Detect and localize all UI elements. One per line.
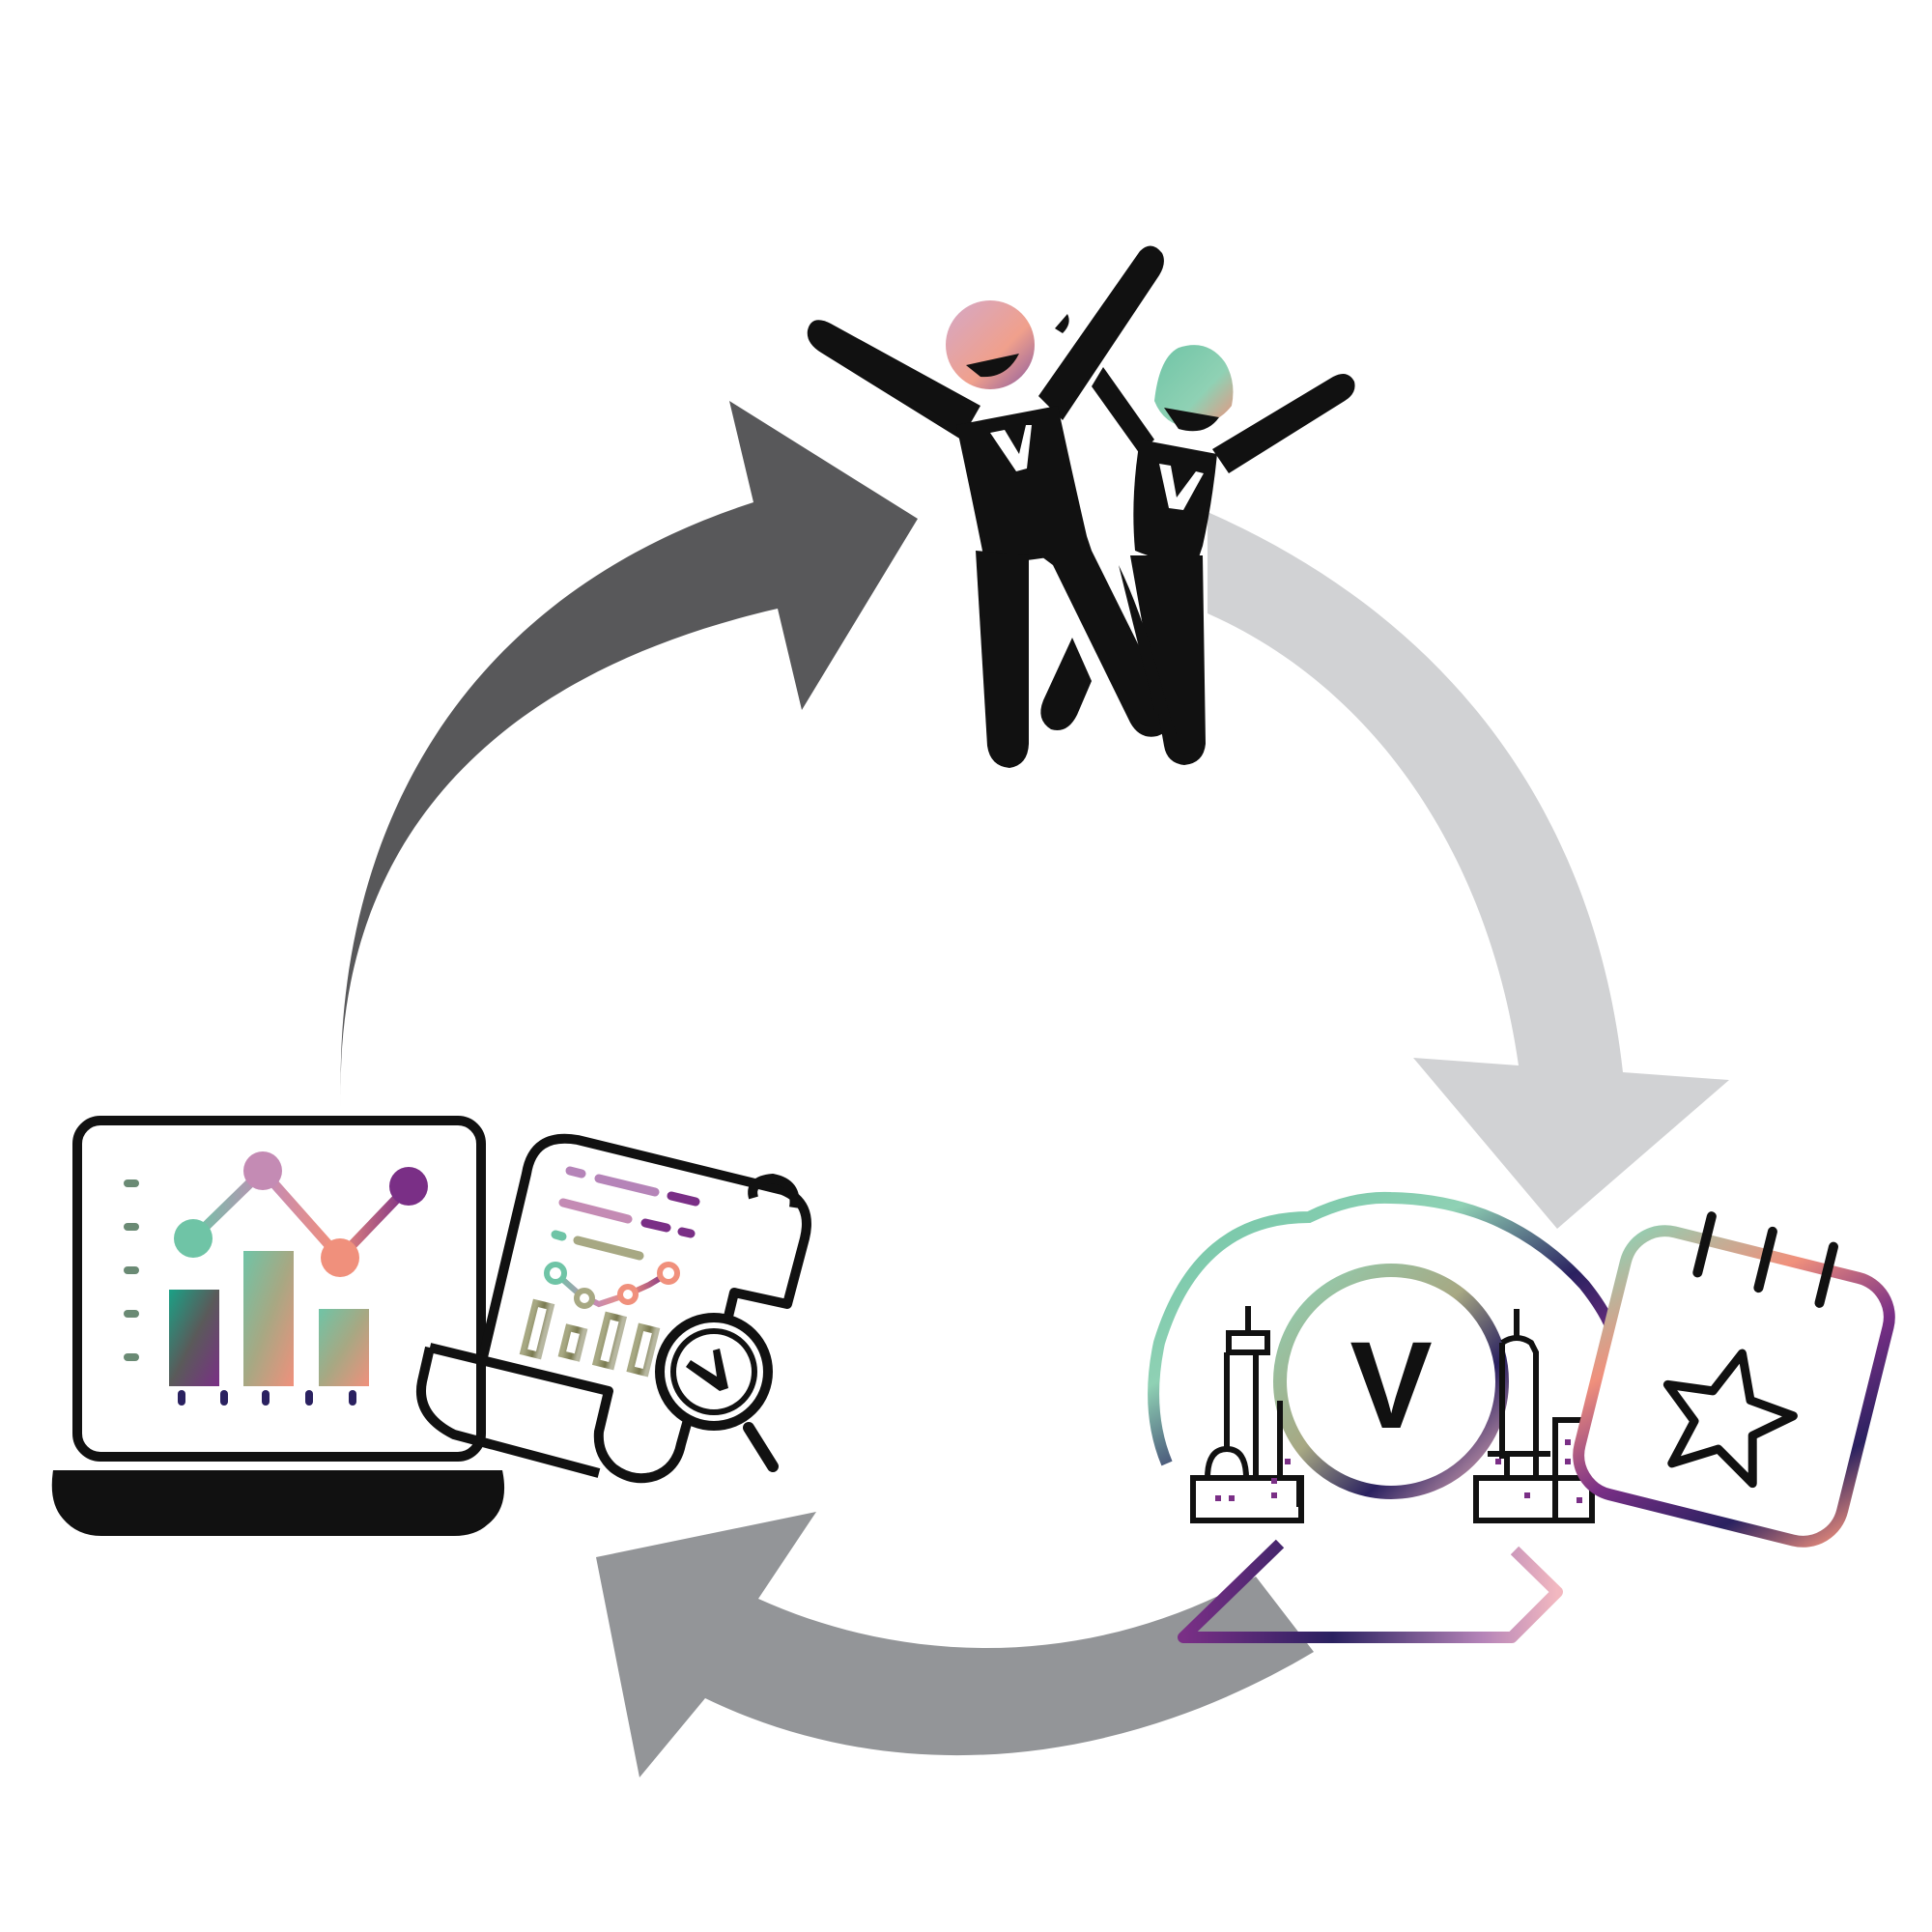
magnifier-icon bbox=[655, 1313, 779, 1472]
trend-point-1 bbox=[174, 1219, 213, 1258]
man-figure bbox=[807, 245, 1173, 768]
cycle-arrows bbox=[340, 401, 1729, 1777]
tie-v-shirt bbox=[990, 425, 1032, 471]
trend-line bbox=[174, 1151, 428, 1277]
trend-point-2 bbox=[243, 1151, 282, 1190]
trend-point-4 bbox=[389, 1167, 428, 1206]
report-document bbox=[416, 1133, 811, 1484]
city-left-windows bbox=[1215, 1459, 1291, 1501]
city-right-windows bbox=[1495, 1439, 1582, 1503]
laptop-report-analytics-icon bbox=[51, 1116, 811, 1536]
arrow-city-to-analytics bbox=[596, 1512, 1314, 1777]
calendar-ring-2 bbox=[1753, 1226, 1777, 1293]
trend-point-3 bbox=[321, 1238, 359, 1277]
city-left-buildings bbox=[1190, 1306, 1304, 1523]
magnifier-v-mark bbox=[686, 1349, 728, 1391]
calendar-star-icon bbox=[1573, 1211, 1895, 1548]
city-base-arrow bbox=[1178, 1539, 1563, 1643]
bar-2 bbox=[243, 1251, 294, 1386]
woman-figure bbox=[1092, 345, 1355, 765]
city-globe-calendar-icon: V bbox=[1148, 1191, 1895, 1643]
arrow-celebrate-to-city bbox=[1208, 512, 1729, 1229]
star-icon bbox=[1662, 1349, 1798, 1489]
globe-outer-ring bbox=[1148, 1191, 1617, 1466]
celebrating-people-icon bbox=[807, 245, 1355, 768]
globe-letter: V bbox=[1350, 1317, 1432, 1455]
arrow-analytics-to-celebrate bbox=[340, 401, 918, 1106]
laptop-base bbox=[51, 1470, 505, 1536]
chart-bars bbox=[169, 1251, 369, 1386]
bar-3 bbox=[319, 1309, 369, 1386]
bar-1 bbox=[169, 1290, 219, 1386]
calendar-ring-1 bbox=[1692, 1211, 1717, 1278]
city-right-buildings bbox=[1473, 1309, 1595, 1523]
calendar-ring-3 bbox=[1814, 1241, 1838, 1308]
